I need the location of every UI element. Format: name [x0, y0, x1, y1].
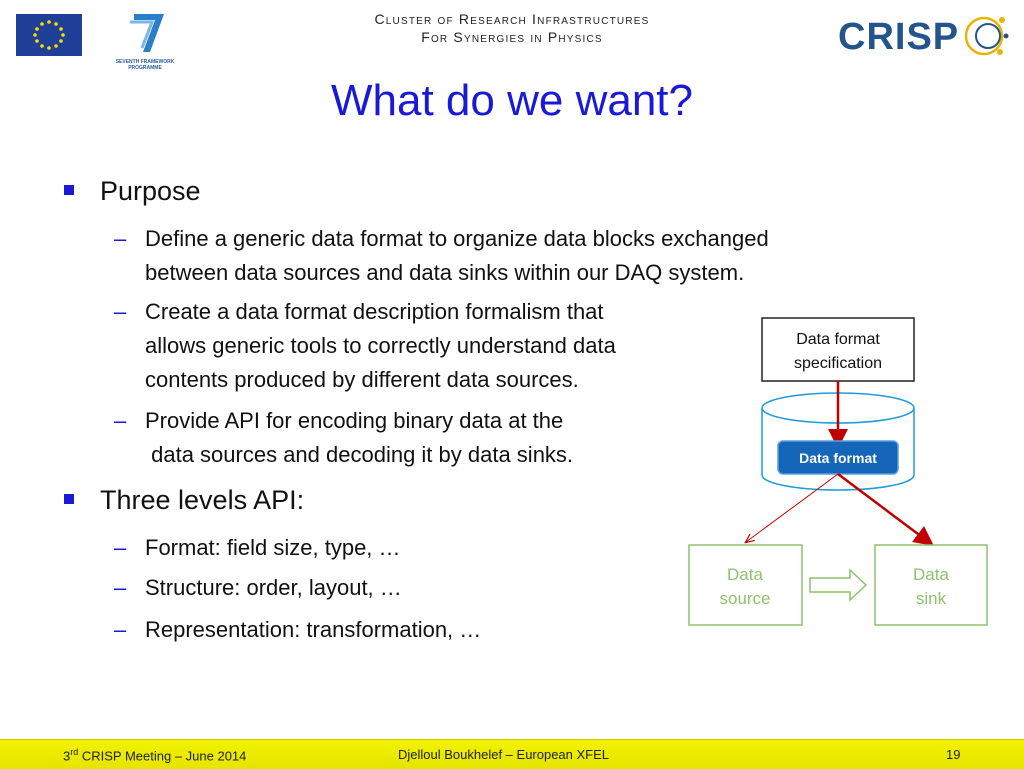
purpose-item-3-line-2: data sources and decoding it by data sin…	[145, 442, 574, 467]
purpose-item-1-line-2: between data sources and data sinks with…	[145, 260, 745, 285]
footer-meeting: 3rd CRISP Meeting – June 2014	[63, 747, 246, 763]
purpose-item-1-line-1: Define a generic data format to organize…	[145, 226, 769, 251]
data-source-box	[688, 544, 803, 626]
spec-box	[761, 317, 915, 382]
dash-bullet-icon: –	[114, 226, 127, 251]
dash-bullet-icon: –	[114, 617, 127, 642]
footer-meeting-ordinal: 3	[63, 748, 71, 764]
fp7-logo: SEVENTH FRAMEWORK PROGRAMME	[112, 10, 178, 71]
footer-page-number: 19	[946, 747, 961, 762]
dash-bullet-icon: –	[114, 408, 127, 433]
header-line-1: Cluster of Research Infrastructures	[374, 11, 650, 27]
footer-meeting-text: CRISP Meeting – June 2014	[78, 748, 247, 764]
data-format-diagram: Data format specification Data format Da…	[688, 317, 988, 626]
dash-bullet-icon: –	[114, 575, 127, 600]
fp7-logo-text: SEVENTH FRAMEWORK PROGRAMME	[115, 59, 175, 71]
crisp-logo: CRISP	[838, 10, 1018, 62]
spec-line-1: Data format	[796, 331, 880, 348]
bullet-purpose-text: Purpose	[100, 176, 201, 206]
footer-meeting-superscript: rd	[70, 747, 79, 757]
slide-title: What do we want?	[331, 76, 693, 125]
source-to-sink-arrow	[809, 568, 868, 602]
format-to-source-arrow	[746, 473, 839, 542]
spec-line-2: specification	[794, 355, 882, 372]
purpose-item-2-line-1: Create a data format description formali…	[145, 299, 604, 324]
levels-item-2-text: Structure: order, layout, …	[145, 575, 402, 600]
purpose-item-2-line-3: contents produced by different data sour…	[145, 367, 579, 392]
square-bullet-icon	[64, 494, 74, 504]
dash-bullet-icon: –	[114, 299, 127, 324]
sink-line-2: sink	[916, 589, 947, 608]
footer-author: Djelloul Boukhelef – European XFEL	[398, 747, 610, 762]
eu-flag-logo	[16, 14, 82, 56]
crisp-orbit-icon	[964, 16, 1009, 56]
source-line-1: Data	[727, 565, 763, 584]
purpose-item-3-line-1: Provide API for encoding binary data at …	[145, 408, 564, 433]
format-to-sink-arrow	[837, 473, 934, 546]
levels-item-1-text: Format: field size, type, …	[145, 535, 401, 560]
purpose-item-2-line-2: allows generic tools to correctly unders…	[145, 333, 616, 358]
header-line-2: For Synergies in Physics	[421, 29, 603, 45]
levels-item-3-text: Representation: transformation, …	[145, 617, 482, 642]
data-format-label: Data format	[799, 450, 877, 466]
footer-bar: 3rd CRISP Meeting – June 2014 Djelloul B…	[0, 739, 1024, 769]
dash-bullet-icon: –	[114, 535, 127, 560]
fp7-seven-icon	[130, 14, 164, 52]
bullet-three-levels-text: Three levels API:	[100, 485, 305, 515]
crisp-logo-text: CRISP	[838, 16, 960, 58]
sink-line-1: Data	[913, 565, 949, 584]
data-sink-box	[874, 544, 988, 626]
source-line-2: source	[719, 589, 770, 608]
square-bullet-icon	[64, 185, 74, 195]
